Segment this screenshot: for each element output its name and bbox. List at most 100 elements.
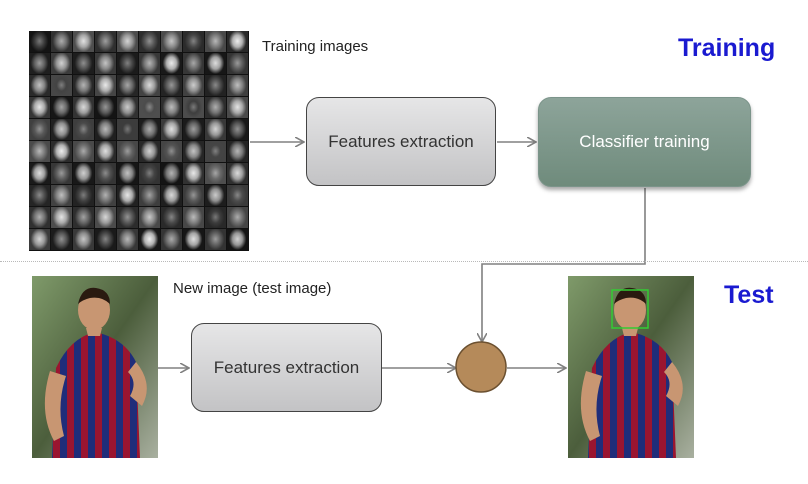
face-tile (205, 75, 226, 96)
face-tile (117, 53, 138, 74)
arrow-classifier-to-decision (482, 188, 646, 341)
face-tile (139, 75, 160, 96)
face-tile (51, 97, 72, 118)
face-tile (139, 31, 160, 52)
result-photo (568, 276, 694, 458)
face-tile (205, 229, 226, 250)
decision-circle (455, 341, 507, 393)
face-tile (51, 119, 72, 140)
face-tile (183, 31, 204, 52)
classifier-training-label: Classifier training (579, 132, 710, 151)
face-tile (139, 119, 160, 140)
face-tile (117, 185, 138, 206)
test-heading: Test (724, 281, 774, 309)
face-tile (95, 229, 116, 250)
training-images-label: Training images (262, 38, 369, 55)
face-tile (205, 207, 226, 228)
face-tile (227, 229, 248, 250)
face-tile (51, 163, 72, 184)
face-tile (161, 119, 182, 140)
train-features-extraction-label: Features extraction (328, 131, 474, 151)
face-tile (161, 141, 182, 162)
face-tile (161, 31, 182, 52)
face-tile (73, 31, 94, 52)
face-tile (117, 31, 138, 52)
face-tile (95, 53, 116, 74)
face-tile (29, 229, 50, 250)
face-tile (73, 53, 94, 74)
face-tile (205, 185, 226, 206)
face-tile (73, 75, 94, 96)
test-features-extraction-label: Features extraction (213, 357, 360, 377)
face-tile (29, 97, 50, 118)
face-tile (51, 75, 72, 96)
face-tile (139, 97, 160, 118)
face-tile (117, 141, 138, 162)
new-image-label: New image (test image) (173, 280, 332, 297)
face-tile (95, 31, 116, 52)
face-tile (117, 97, 138, 118)
face-tile (95, 75, 116, 96)
face-tile (73, 163, 94, 184)
face-tile (51, 141, 72, 162)
face-tile (227, 31, 248, 52)
face-tile (139, 53, 160, 74)
face-tile (95, 97, 116, 118)
face-tile (205, 141, 226, 162)
face-tile (73, 97, 94, 118)
test-photo (32, 276, 158, 458)
face-tile (227, 119, 248, 140)
face-tile (227, 207, 248, 228)
face-tile (95, 185, 116, 206)
face-tile (73, 229, 94, 250)
face-tile (205, 97, 226, 118)
face-tile (95, 141, 116, 162)
face-tile (29, 53, 50, 74)
face-tile (227, 163, 248, 184)
face-tile (29, 75, 50, 96)
face-tile (29, 163, 50, 184)
face-tile (227, 141, 248, 162)
face-detection-box (611, 289, 649, 329)
face-tile (161, 229, 182, 250)
train-features-extraction-box: Features extraction (306, 97, 496, 186)
face-tile (183, 229, 204, 250)
face-tile (227, 53, 248, 74)
face-tile (29, 207, 50, 228)
face-tile (183, 207, 204, 228)
face-tile (139, 185, 160, 206)
face-tile (183, 53, 204, 74)
section-divider (0, 261, 808, 262)
test-features-extraction-box: Features extraction (191, 323, 382, 412)
face-tile (73, 119, 94, 140)
face-tile (117, 119, 138, 140)
face-tile (51, 185, 72, 206)
face-tile (29, 141, 50, 162)
face-tile (29, 31, 50, 52)
face-tile (139, 163, 160, 184)
face-tile (95, 207, 116, 228)
training-heading: Training (678, 34, 776, 62)
face-tile (227, 97, 248, 118)
face-tile (139, 207, 160, 228)
face-tile (161, 185, 182, 206)
face-tile (205, 119, 226, 140)
face-tile (51, 229, 72, 250)
face-tile (73, 207, 94, 228)
face-tile (95, 119, 116, 140)
face-tile (161, 207, 182, 228)
face-tile (117, 207, 138, 228)
face-tile (227, 185, 248, 206)
face-tile (117, 229, 138, 250)
face-tile (117, 75, 138, 96)
face-tile (51, 207, 72, 228)
face-tile (29, 119, 50, 140)
face-tile (117, 163, 138, 184)
face-tile (183, 119, 204, 140)
face-tile (161, 75, 182, 96)
face-tile (73, 185, 94, 206)
face-tile (51, 53, 72, 74)
face-tile (73, 141, 94, 162)
face-tile (183, 163, 204, 184)
